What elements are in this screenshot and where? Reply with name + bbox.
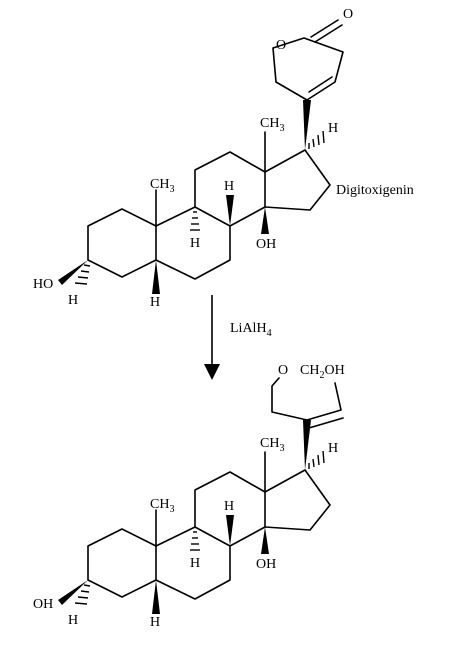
c5-h-label: H (150, 295, 160, 310)
c17-lactone-wedge (303, 100, 311, 150)
c14-oh-wedge (261, 207, 269, 234)
product-side-chain (271, 377, 308, 421)
c10-methyl-label: CH3 (150, 177, 174, 195)
compound-name-digitoxigenin: Digitoxigenin (336, 183, 414, 198)
lactone-oxygen-label: O (276, 38, 286, 53)
product-c17-wedge (303, 420, 311, 470)
c8-h-wedge (226, 195, 234, 226)
product-c17-h-hash (308, 450, 325, 469)
ring-d (264, 149, 331, 211)
ring-c (194, 151, 266, 227)
product-ring-c (194, 471, 266, 547)
product-ch2oh-label: CH2OH (300, 363, 345, 381)
product-ring-b (155, 526, 231, 600)
carbonyl-oxygen-label: O (343, 7, 353, 22)
product-c8-h-wedge (226, 515, 234, 546)
product-structure: O CH2OH CH3 H CH3 H H OH OH H H (33, 363, 345, 630)
product-ring-d (264, 469, 331, 531)
product-c3-h-hash (74, 584, 91, 605)
product-c3-h-label: H (68, 613, 78, 628)
ring-a (87, 208, 157, 278)
reaction-arrow: LiAlH4 (204, 295, 272, 380)
reactant-structure: O O CH3 H CH3 H H OH Digitoxigenin HO H … (33, 7, 414, 310)
product-ring-a (87, 528, 157, 598)
product-c13-methyl-label: CH3 (260, 436, 284, 454)
c8-h-label: H (224, 179, 234, 194)
product-c5-h-wedge (152, 580, 160, 614)
product-c14-oh-wedge (261, 527, 269, 554)
ring-b (155, 206, 231, 280)
c9-h-label: H (190, 236, 200, 251)
product-side-chain-right (306, 382, 342, 421)
c3-h-label: H (68, 293, 78, 308)
product-c5-h-label: H (150, 615, 160, 630)
reagent-label: LiAlH4 (230, 321, 272, 339)
c14-oh-label: OH (256, 237, 276, 252)
lactone-double-bond (308, 76, 333, 93)
c3-ho-wedge (58, 260, 88, 285)
product-c3-oh-label: OH (33, 597, 53, 612)
c5-h-wedge (152, 260, 160, 294)
c17-h-hash (308, 130, 325, 149)
product-oxygen-label: O (278, 363, 288, 378)
product-c9-h-hash (190, 531, 200, 551)
product-c9-h-label: H (190, 556, 200, 571)
c13-methyl-label: CH3 (260, 116, 284, 134)
product-c10-methyl-label: CH3 (150, 497, 174, 515)
c9-h-hash (190, 211, 200, 231)
c17-h-label: H (328, 121, 338, 136)
c3-ho-label: HO (33, 277, 53, 292)
c3-h-hash (74, 264, 91, 285)
product-c17-h-label: H (328, 441, 338, 456)
product-side-chain-double (308, 417, 344, 429)
product-c8-h-label: H (224, 499, 234, 514)
carbonyl-double-bond (310, 19, 343, 43)
product-c3-oh-wedge (58, 580, 88, 605)
lactone-ring (272, 37, 344, 101)
product-c14-oh-label: OH (256, 557, 276, 572)
